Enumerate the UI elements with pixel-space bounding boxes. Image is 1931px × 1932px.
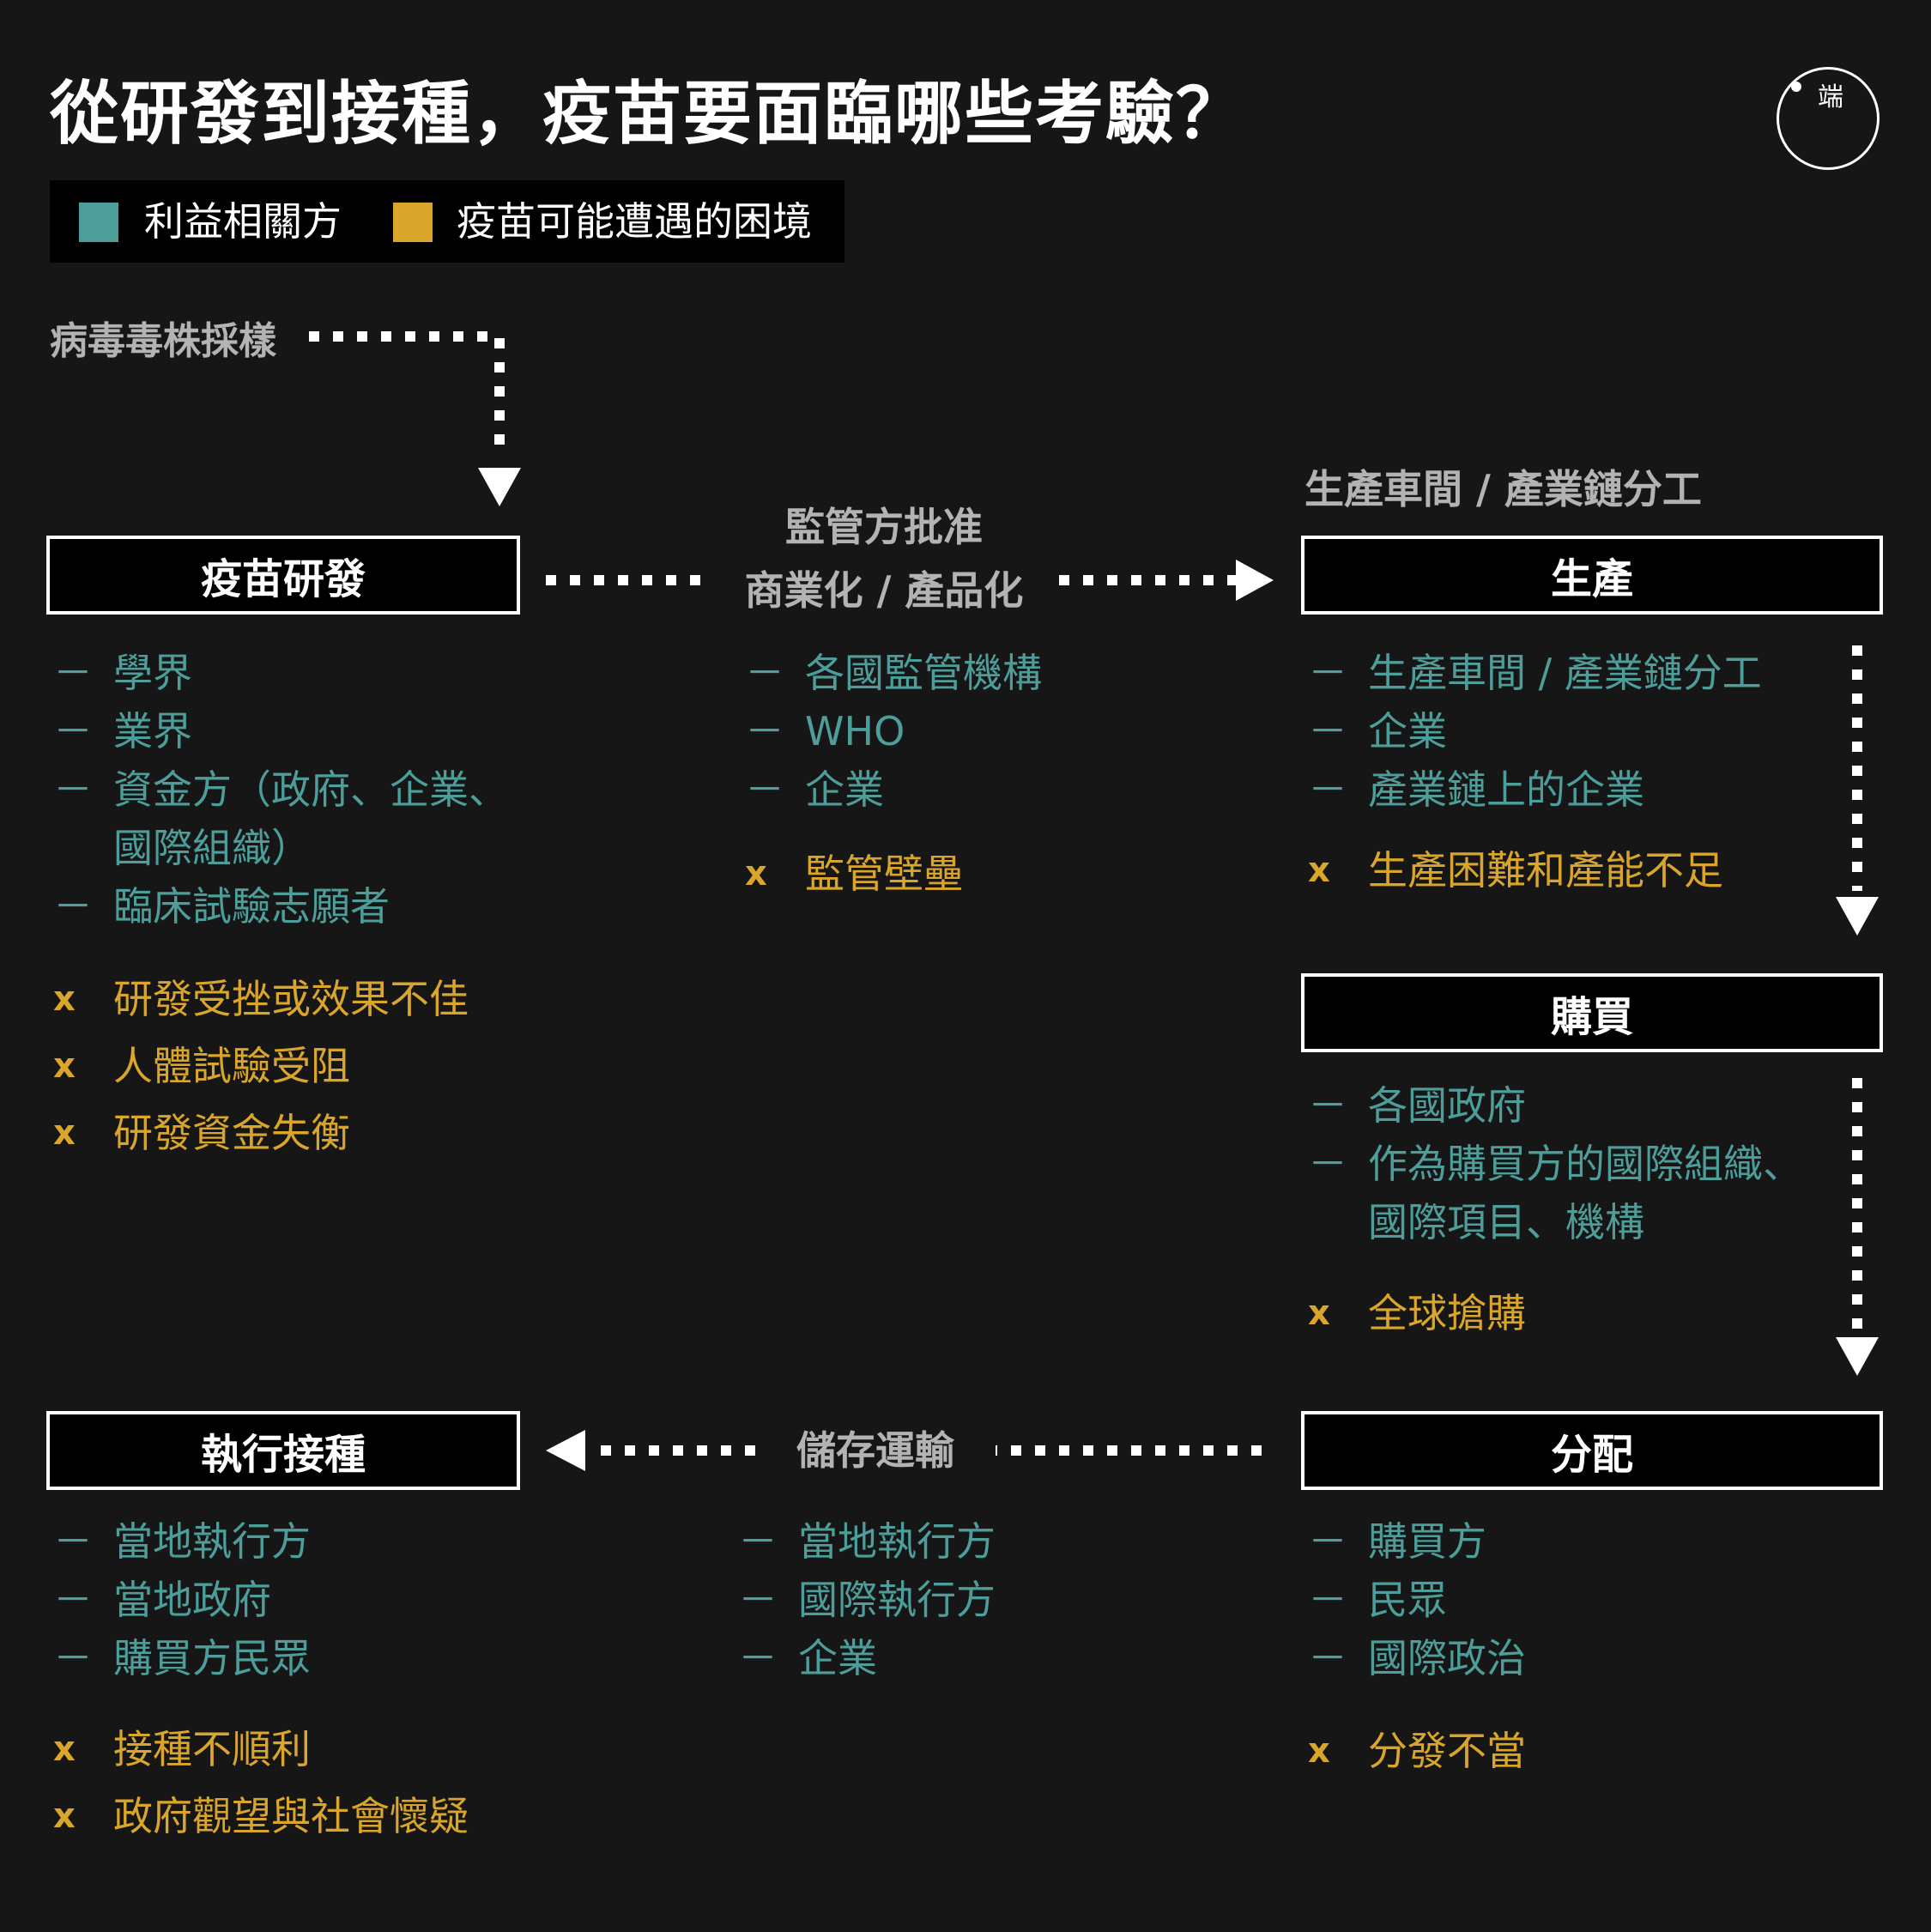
stage-production-box: 生產 [1301, 536, 1883, 615]
connector-sampling-to-rd [309, 331, 505, 455]
dash-marker-icon: － [738, 1518, 778, 1565]
dash-marker-icon: － [53, 1635, 93, 1681]
logo: 端 [1777, 67, 1880, 170]
legend-difficulty-swatch [393, 203, 433, 242]
dash-marker-icon: － [53, 883, 93, 930]
label-sampling: 病毒毒株採樣 [50, 319, 276, 363]
dash-marker-icon: － [53, 650, 93, 696]
cross-marker-icon: x [53, 979, 76, 1019]
cross-marker-icon: x [53, 1046, 76, 1086]
label-production-top: 生產車間 / 產業鏈分工 [1304, 466, 1702, 512]
dash-marker-icon: － [745, 766, 784, 813]
dash-marker-icon: － [1308, 1141, 1347, 1187]
dash-marker-icon: － [53, 708, 93, 754]
stage-production-title: 生產 [1550, 555, 1633, 603]
stage-purchase-title: 購買 [1550, 993, 1633, 1041]
dash-marker-icon: － [53, 1577, 93, 1623]
stage-vaccination-title: 執行接種 [200, 1431, 366, 1479]
cross-marker-icon: x [53, 1796, 76, 1836]
dash-marker-icon: － [53, 766, 93, 813]
stage-distribution-title: 分配 [1550, 1431, 1633, 1479]
logo-dot [1791, 82, 1801, 92]
dash-marker-icon: － [738, 1635, 778, 1681]
dash-marker-icon: － [1308, 1518, 1347, 1565]
dash-marker-icon: － [738, 1577, 778, 1623]
logo-glyph: 端 [1818, 82, 1843, 112]
dash-marker-icon: － [1308, 650, 1347, 696]
stage-purchase-box: 購買 [1301, 973, 1883, 1052]
stage-rd-box: 疫苗研發 [46, 536, 520, 615]
cross-marker-icon: x [1308, 851, 1330, 890]
cross-marker-icon: x [1308, 1731, 1330, 1771]
arrow-down-rd-icon [478, 468, 521, 506]
legend-stakeholder-swatch [79, 203, 118, 242]
dash-marker-icon: － [1308, 1635, 1347, 1681]
arrow-down-distribution-icon [1836, 1337, 1879, 1376]
page-title: 從研發到接種，疫苗要面臨哪些考驗？ [50, 74, 1246, 154]
label-storage: 儲存運輸 [796, 1427, 954, 1474]
arrow-right-production-icon [1236, 560, 1274, 601]
stage-vaccination-box: 執行接種 [46, 1411, 520, 1490]
label-approval-line2: 商業化 / 產品化 [744, 567, 1024, 614]
legend-difficulty-label: 疫苗可能遭遇的困境 [457, 198, 812, 245]
cross-marker-icon: x [1308, 1293, 1330, 1333]
cross-marker-icon: x [745, 854, 767, 893]
dash-marker-icon: － [1308, 1082, 1347, 1129]
dash-marker-icon: － [1308, 766, 1347, 813]
cross-marker-icon: x [53, 1729, 76, 1769]
arrow-left-vaccination-icon [546, 1430, 585, 1471]
cross-marker-icon: x [53, 1113, 76, 1153]
label-approval-line1: 監管方批准 [785, 504, 983, 550]
legend: 利益相關方 疫苗可能遭遇的困境 [50, 180, 844, 263]
stage-distribution-box: 分配 [1301, 1411, 1883, 1490]
dash-marker-icon: － [745, 708, 784, 754]
dash-marker-icon: － [1308, 708, 1347, 754]
legend-stakeholder-label: 利益相關方 [144, 198, 342, 245]
dash-marker-icon: － [1308, 1577, 1347, 1623]
arrow-down-purchase-icon [1836, 897, 1879, 936]
dash-marker-icon: － [745, 650, 784, 696]
stage-rd-title: 疫苗研發 [200, 555, 366, 603]
dash-marker-icon: － [53, 1518, 93, 1565]
